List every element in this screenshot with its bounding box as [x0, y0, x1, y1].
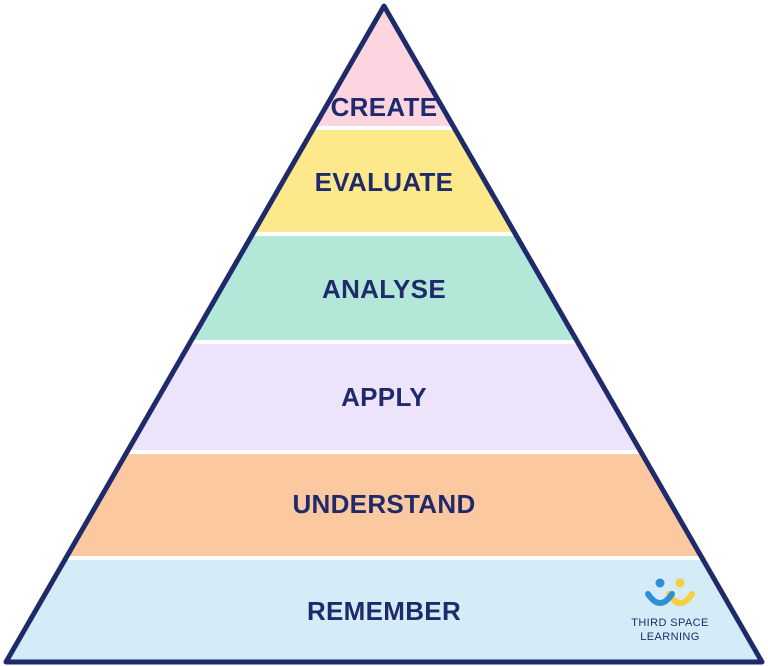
level-apply-label: APPLY	[341, 382, 427, 412]
band-divider	[6, 450, 762, 454]
level-remember-band	[6, 558, 762, 662]
pyramid-outline	[3, 3, 765, 665]
level-understand-label: UNDERSTAND	[292, 489, 475, 519]
logo-text-line1: THIRD SPACE	[631, 617, 709, 629]
band-divider	[6, 556, 762, 560]
level-understand-band	[6, 452, 762, 558]
third-space-learning-logo: THIRD SPACE LEARNING	[631, 578, 709, 643]
band-divider	[6, 232, 762, 236]
band-divider	[6, 126, 762, 130]
logo-text-line2: LEARNING	[640, 631, 699, 643]
level-remember-label: REMEMBER	[307, 596, 461, 626]
level-analyse-label: ANALYSE	[322, 274, 446, 304]
band-divider	[6, 340, 762, 344]
level-evaluate-label: EVALUATE	[315, 167, 454, 197]
level-create-label: CREATE	[331, 92, 438, 122]
two-people-icon	[645, 578, 695, 606]
